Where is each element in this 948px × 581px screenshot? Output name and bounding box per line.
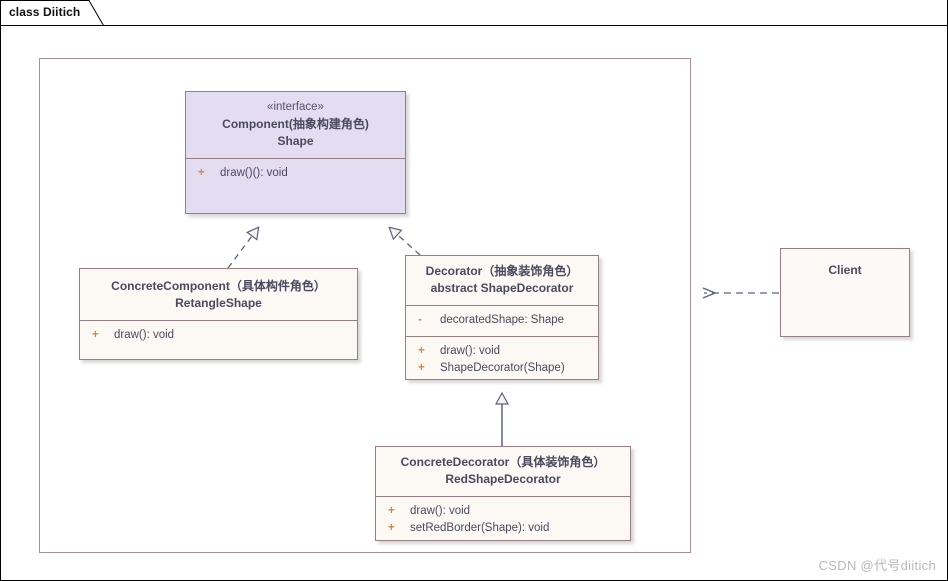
class-name: RetangleShape bbox=[175, 296, 262, 310]
diagram-title-tab[interactable]: class Diitich bbox=[0, 0, 104, 26]
method-signature: ShapeDecorator(Shape) bbox=[440, 362, 565, 374]
class-name: abstract ShapeDecorator bbox=[430, 281, 574, 295]
visibility-marker: + bbox=[92, 329, 99, 341]
method-signature: setRedBorder(Shape): void bbox=[410, 522, 550, 534]
class-box-client[interactable]: Client bbox=[780, 248, 910, 337]
class-stereotype: «interface» bbox=[267, 101, 324, 113]
method-row: + draw(): void bbox=[376, 503, 630, 520]
method-signature: draw(): void bbox=[410, 505, 471, 517]
method-signature: draw(): void bbox=[114, 329, 175, 341]
method-row: + draw(): void bbox=[406, 343, 598, 360]
method-row: + draw(): void bbox=[80, 327, 357, 344]
class-role: ConcreteDecorator（具体装饰角色） bbox=[400, 455, 606, 469]
visibility-marker: + bbox=[418, 345, 425, 357]
class-header-decorator: Decorator（抽象装饰角色） abstract ShapeDecorato… bbox=[406, 256, 598, 305]
visibility-marker: - bbox=[418, 314, 422, 326]
field-row: - decoratedShape: Shape bbox=[406, 312, 598, 329]
class-role: ConcreteComponent（具体构件角色） bbox=[111, 279, 326, 293]
visibility-marker: + bbox=[388, 505, 395, 517]
class-methods-decorator: + draw(): void + ShapeDecorator(Shape) bbox=[406, 336, 598, 384]
class-fields-decorator: - decoratedShape: Shape bbox=[406, 305, 598, 336]
class-name: Shape bbox=[277, 134, 314, 148]
class-header-component: «interface» Component(抽象构建角色) Shape bbox=[186, 92, 405, 158]
class-header-client: Client bbox=[781, 249, 909, 287]
class-box-concrete-component[interactable]: ConcreteComponent（具体构件角色） RetangleShape … bbox=[79, 268, 358, 360]
class-header-concrete-decorator: ConcreteDecorator（具体装饰角色） RedShapeDecora… bbox=[376, 447, 630, 496]
visibility-marker: + bbox=[388, 522, 395, 534]
method-row: + ShapeDecorator(Shape) bbox=[406, 360, 598, 377]
class-box-decorator[interactable]: Decorator（抽象装饰角色） abstract ShapeDecorato… bbox=[405, 255, 599, 380]
diagram-title-label: class Diitich bbox=[9, 5, 81, 19]
method-row: + draw()(): void bbox=[186, 165, 405, 182]
class-name: RedShapeDecorator bbox=[445, 472, 561, 486]
class-box-concrete-decorator[interactable]: ConcreteDecorator（具体装饰角色） RedShapeDecora… bbox=[375, 446, 631, 541]
class-box-component[interactable]: «interface» Component(抽象构建角色) Shape + dra… bbox=[185, 91, 406, 214]
page-border-left bbox=[0, 0, 1, 581]
diagram-inner-frame bbox=[39, 58, 691, 553]
visibility-marker: + bbox=[198, 167, 205, 179]
field-signature: decoratedShape: Shape bbox=[440, 314, 565, 326]
method-row: + setRedBorder(Shape): void bbox=[376, 520, 630, 537]
class-methods-concrete-decorator: + draw(): void + setRedBorder(Shape): void bbox=[376, 496, 630, 544]
class-methods-concrete-component: + draw(): void bbox=[80, 320, 357, 351]
class-header-concrete-component: ConcreteComponent（具体构件角色） RetangleShape bbox=[80, 269, 357, 320]
class-role: Decorator（抽象装饰角色） bbox=[425, 264, 579, 278]
class-role: Component(抽象构建角色) bbox=[222, 117, 369, 131]
page-border-top bbox=[0, 25, 948, 26]
visibility-marker: + bbox=[418, 362, 425, 374]
watermark-label: CSDN @代号diitich bbox=[818, 558, 936, 573]
method-signature: draw()(): void bbox=[220, 167, 288, 179]
class-methods-component: + draw()(): void bbox=[186, 158, 405, 212]
method-signature: draw(): void bbox=[440, 345, 501, 357]
class-name: Client bbox=[828, 263, 862, 277]
